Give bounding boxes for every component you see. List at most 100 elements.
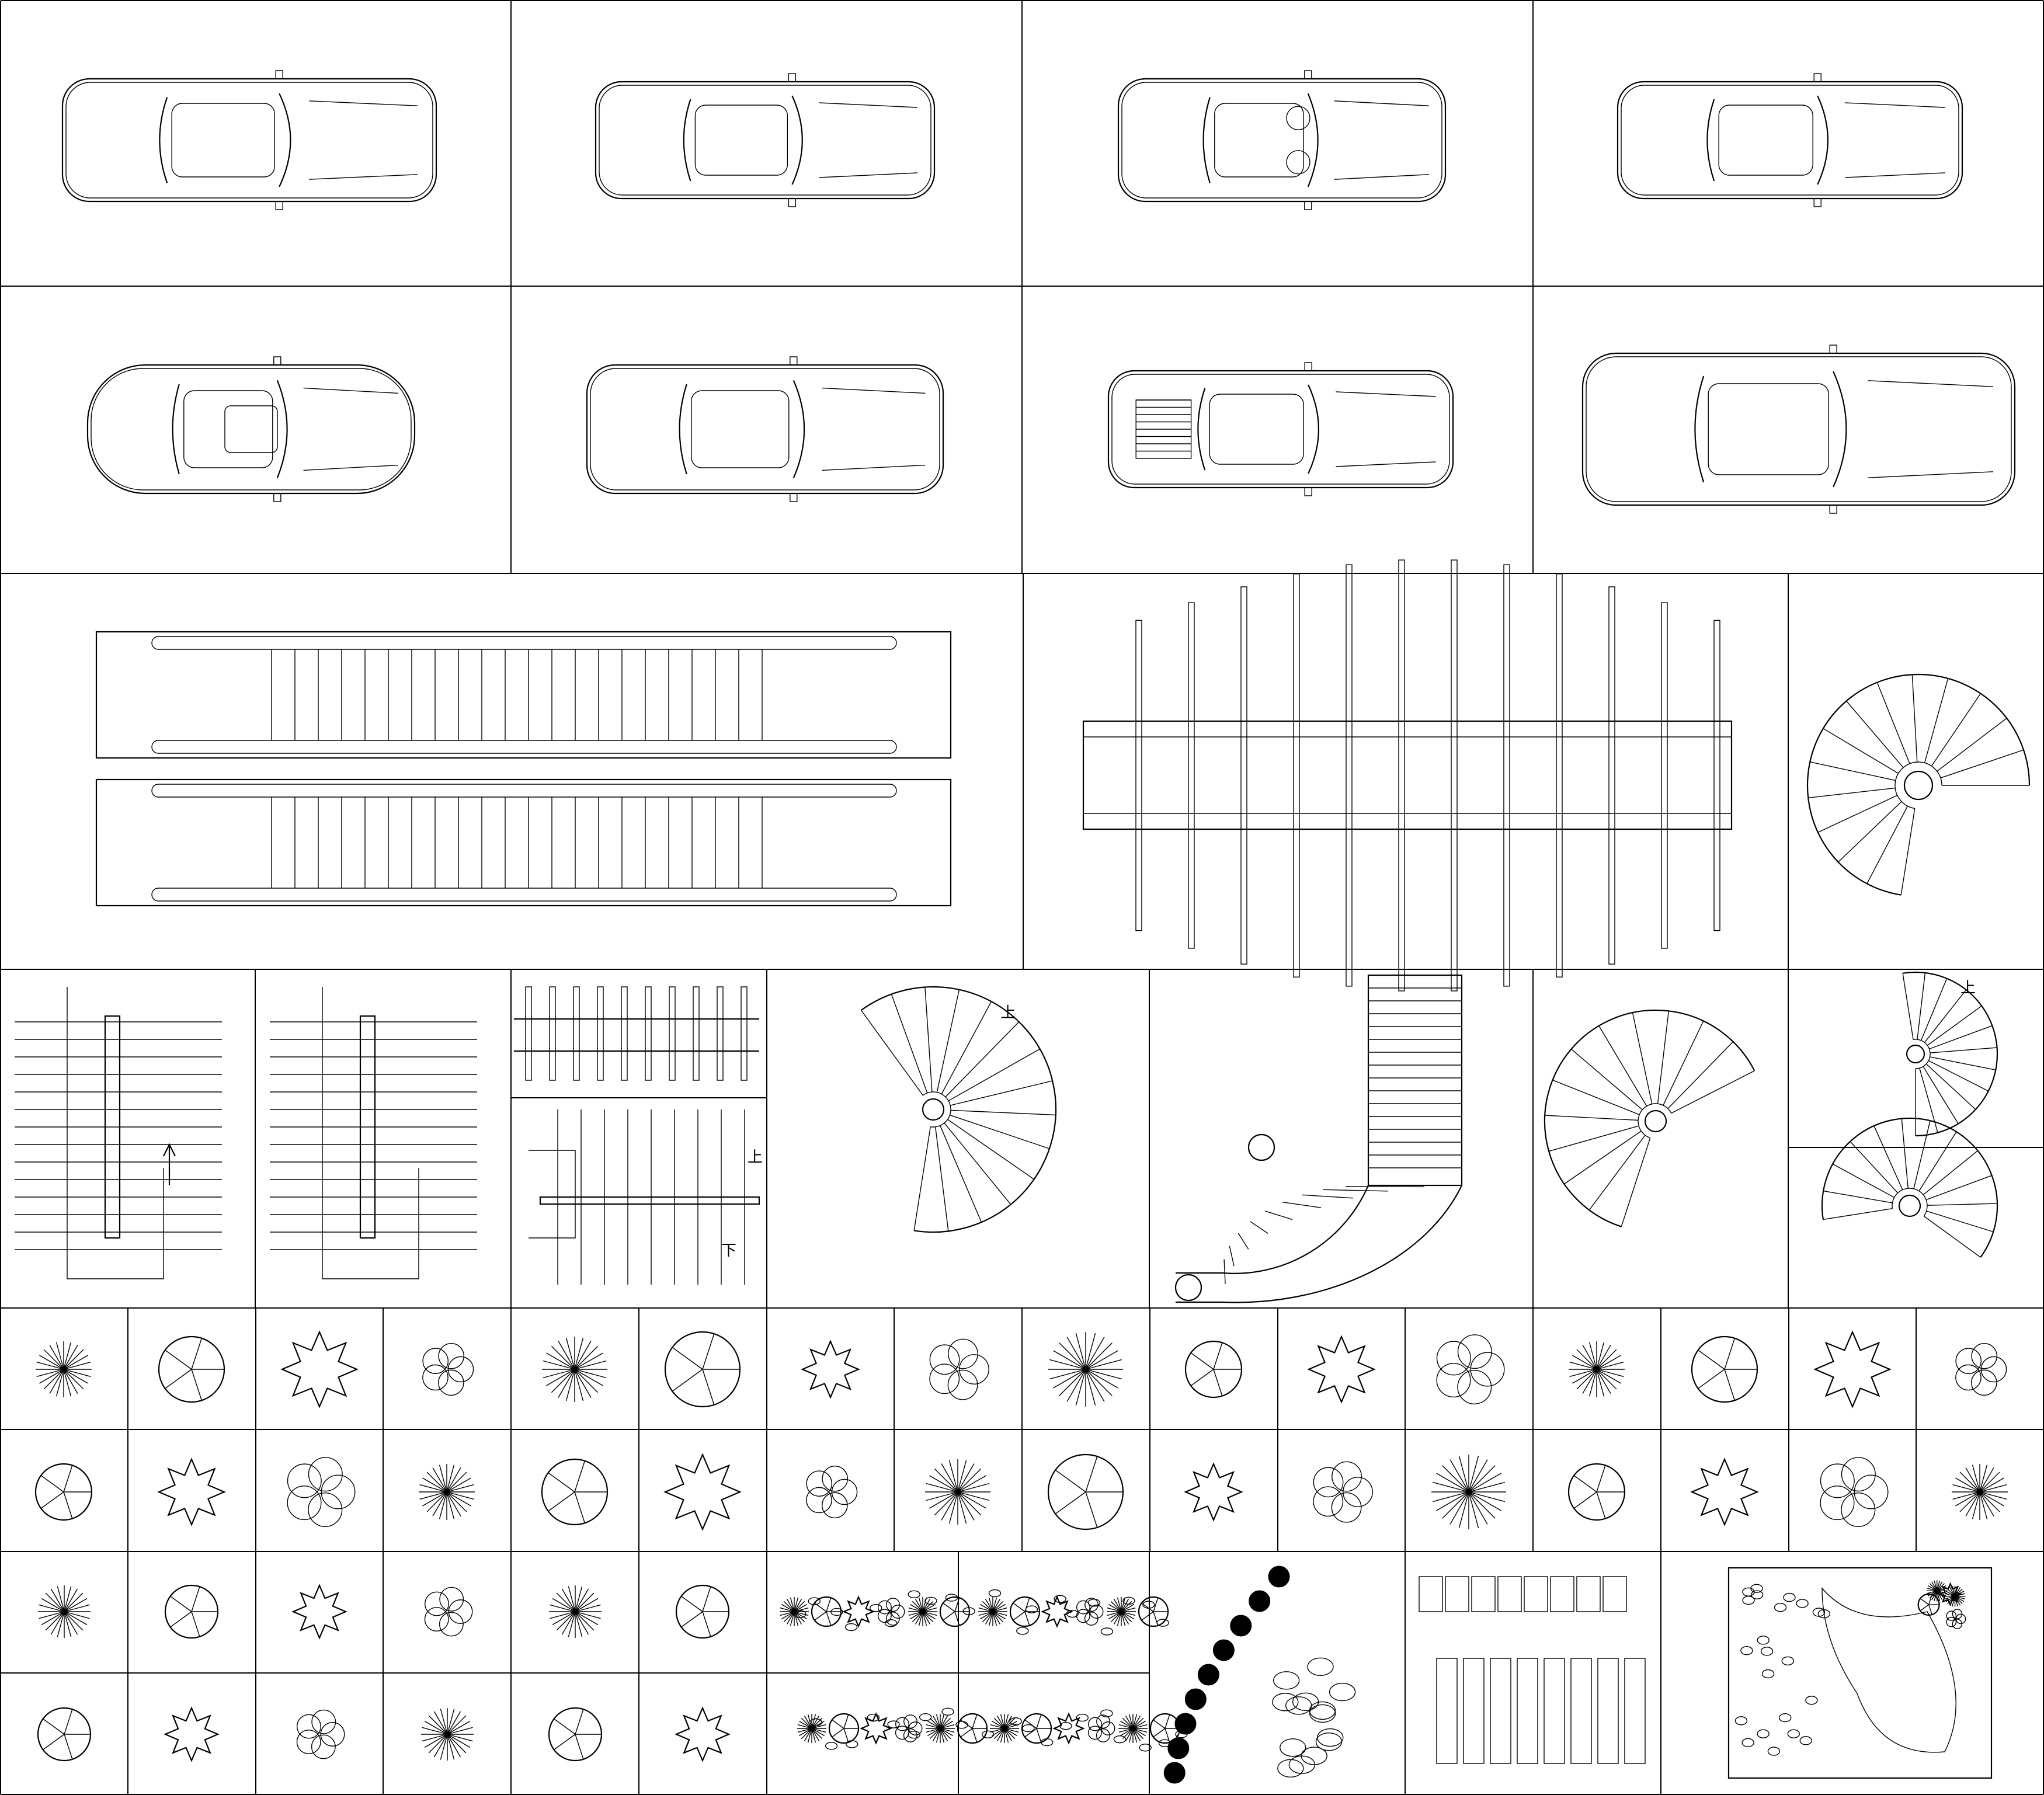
plant-symbol	[1691, 1335, 1758, 1403]
spiral-stair-wide	[1544, 1009, 1756, 1227]
plant-symbol	[548, 1707, 603, 1762]
plant-symbol	[296, 1709, 345, 1759]
plant-symbol	[424, 1587, 473, 1637]
plant-symbol	[675, 1584, 730, 1639]
label-up: 上	[748, 1149, 763, 1166]
plant-symbol	[287, 1457, 356, 1527]
shrub	[1021, 1713, 1052, 1744]
shrub	[780, 1597, 809, 1626]
plant-symbol	[1436, 1334, 1505, 1404]
shrub	[1946, 1609, 1966, 1629]
plant-symbol	[542, 1337, 607, 1402]
straight-stair: 上下	[514, 986, 763, 1285]
shrub	[797, 1714, 826, 1743]
shrub	[1944, 1585, 1966, 1607]
shrub	[1138, 1596, 1169, 1627]
plant-symbol	[1307, 1335, 1376, 1404]
plant-symbol	[1184, 1340, 1243, 1399]
plant-symbol	[801, 1340, 860, 1399]
car-sedan	[61, 70, 437, 210]
plant-symbol	[1952, 1464, 2008, 1520]
shrub	[1118, 1714, 1148, 1743]
shrub	[1041, 1595, 1073, 1628]
plant-symbol	[158, 1335, 225, 1403]
plant-symbol	[34, 1463, 93, 1521]
shrub	[842, 1595, 875, 1628]
shrub	[1087, 1714, 1115, 1742]
u-stair	[1174, 974, 1463, 1303]
garden-plan	[1727, 1567, 1993, 1779]
plant-symbol	[1313, 1461, 1373, 1523]
shrub	[990, 1714, 1019, 1743]
shrub	[1076, 1598, 1104, 1626]
shrub	[957, 1713, 988, 1744]
car-sports-coupe-3	[586, 356, 944, 502]
plant-symbol	[1690, 1457, 1759, 1526]
spiral-stair-small-2	[1821, 1117, 1998, 1258]
shrub	[1052, 1712, 1085, 1745]
paving	[1419, 1576, 1646, 1764]
dog-leg-stair-right	[270, 987, 477, 1279]
plant-symbol	[280, 1330, 359, 1408]
spiral-stair-center: 上	[860, 986, 1057, 1233]
plant-symbol	[675, 1706, 731, 1762]
shrub	[828, 1713, 860, 1744]
shrub	[1107, 1597, 1136, 1626]
plant-symbol	[1955, 1342, 2007, 1396]
shrub	[1917, 1593, 1940, 1616]
shrub	[877, 1598, 905, 1626]
label-up: 上	[1001, 1004, 1016, 1022]
plant-symbol	[37, 1707, 92, 1762]
plant-symbol	[541, 1458, 609, 1526]
plant-symbol	[1567, 1463, 1626, 1521]
shrub	[895, 1714, 923, 1742]
escalator-lower	[95, 778, 952, 907]
car-blocks	[61, 70, 2016, 514]
plant-symbol	[36, 1341, 92, 1397]
plant-symbol	[157, 1457, 226, 1526]
plant-symbol	[1184, 1462, 1243, 1522]
shrub	[926, 1714, 955, 1743]
plant-symbol	[419, 1464, 475, 1520]
shrub	[978, 1597, 1007, 1626]
escalator-upper	[95, 631, 952, 759]
shrub	[908, 1597, 937, 1626]
plant-symbol	[663, 1453, 742, 1531]
shrub	[811, 1596, 842, 1627]
car-roadster	[1117, 70, 1447, 210]
plant-symbol	[1820, 1457, 1889, 1527]
plant-symbol	[421, 1708, 474, 1761]
plant-symbol	[1048, 1332, 1123, 1407]
plant-symbol	[422, 1342, 474, 1396]
plant-symbol	[664, 1331, 741, 1408]
label-down: 下	[721, 1242, 736, 1260]
plant-symbol	[549, 1585, 602, 1638]
plant-symbol	[1431, 1455, 1506, 1529]
plant-symbol	[164, 1584, 219, 1639]
plant-symbol	[929, 1338, 989, 1400]
plant-symbol	[164, 1706, 220, 1762]
plant-blocks	[34, 1330, 2008, 1784]
dog-leg-stair-left	[15, 987, 222, 1279]
stepping-stones	[1163, 1566, 1356, 1784]
shrub	[939, 1596, 971, 1627]
plant-symbol	[806, 1465, 858, 1519]
plant-symbol	[1569, 1341, 1625, 1397]
car-limousine	[1581, 345, 2016, 514]
plant-symbol	[1813, 1330, 1892, 1408]
label-up: 上	[1960, 979, 1976, 997]
plant-symbol	[38, 1585, 91, 1638]
plant-symbol	[925, 1459, 990, 1525]
spiral-stair-right-top	[1806, 673, 2031, 896]
car-beetle	[86, 356, 416, 502]
car-open-top-supercar	[1107, 362, 1454, 496]
spiral-stair-small: 上	[1902, 971, 1998, 1137]
shrub	[860, 1712, 892, 1745]
plant-symbol	[1047, 1453, 1124, 1530]
curved-bridge	[1082, 559, 1733, 992]
car-sports-coupe	[595, 73, 936, 207]
plant-symbol	[291, 1584, 347, 1640]
